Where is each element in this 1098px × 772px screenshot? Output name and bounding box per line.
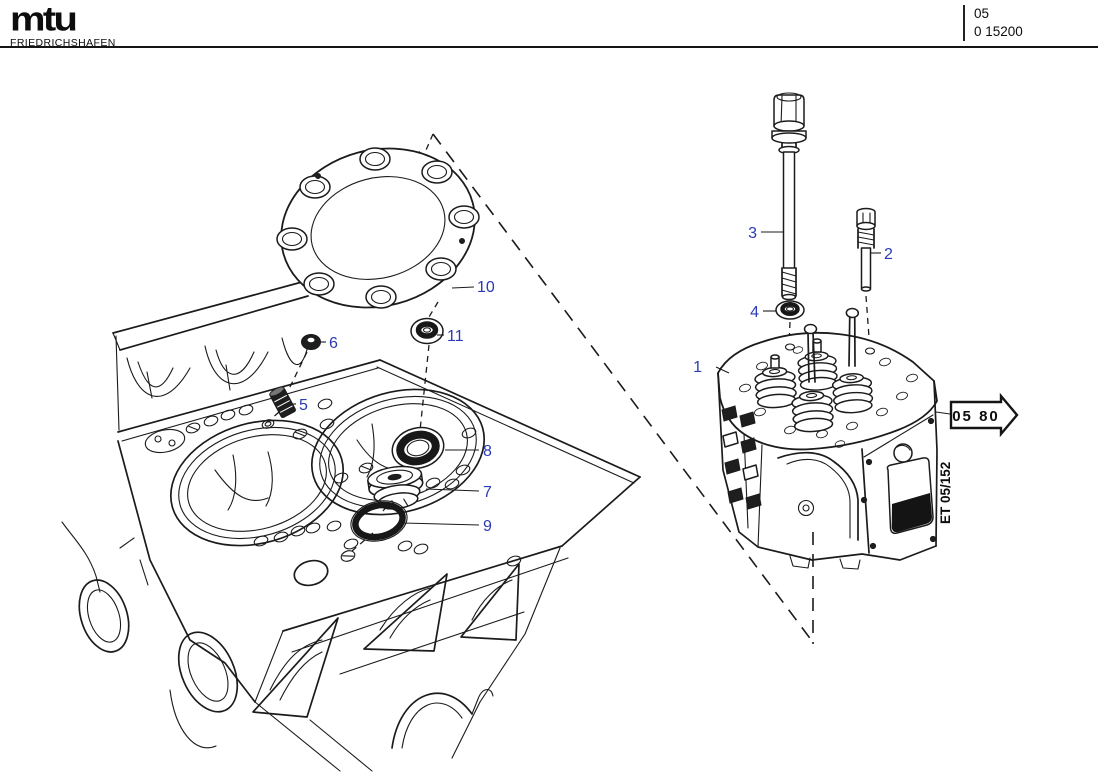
callout-1: 1 bbox=[693, 359, 702, 376]
callout-6: 6 bbox=[329, 335, 338, 352]
hex-bolt-drawing bbox=[856, 207, 876, 292]
head-gasket-drawing bbox=[276, 147, 480, 309]
washer-drawing bbox=[775, 300, 805, 320]
callout-11: 11 bbox=[447, 328, 464, 345]
pin-drawing bbox=[269, 386, 296, 419]
page-header: mtu FRIEDRICHSHAFEN 05 0 15200 bbox=[0, 0, 1098, 48]
screw-plug-drawing bbox=[367, 465, 424, 510]
nut-drawing bbox=[301, 334, 321, 350]
doc-codes: 05 0 15200 bbox=[963, 5, 1023, 41]
callout-3: 3 bbox=[748, 225, 757, 242]
head-window-openings bbox=[721, 405, 762, 510]
mtu-logo-text: mtu bbox=[10, 0, 78, 38]
callout-2: 2 bbox=[884, 246, 893, 263]
callout-9: 9 bbox=[483, 518, 492, 535]
grommet-drawing bbox=[410, 317, 444, 345]
ref-arrow-label: 05 80 bbox=[952, 408, 1000, 425]
doc-number: 0 15200 bbox=[974, 24, 1023, 40]
stud-bolt-drawing bbox=[771, 92, 807, 301]
o-ring-drawing bbox=[350, 500, 408, 542]
mtu-logo: mtu FRIEDRICHSHAFEN bbox=[10, 2, 116, 49]
engine-block-drawing bbox=[61, 281, 641, 772]
callout-5: 5 bbox=[299, 397, 308, 414]
callout-8: 8 bbox=[483, 443, 492, 460]
ref-arrow-box: 05 80 bbox=[935, 392, 1019, 438]
sheet-ref-label: ET 05/152 bbox=[938, 462, 953, 524]
callout-10: 10 bbox=[477, 279, 495, 296]
deck-bolt-holes bbox=[184, 396, 523, 569]
sealing-ring-drawing bbox=[391, 426, 445, 470]
group-code: 05 bbox=[974, 6, 990, 21]
cylinder-head-drawing bbox=[717, 307, 938, 570]
callout-4: 4 bbox=[750, 304, 759, 321]
callout-7: 7 bbox=[483, 484, 492, 501]
mtu-logo-subtitle: FRIEDRICHSHAFEN bbox=[10, 37, 116, 49]
callouts: 1 2 3 4 5 6 7 8 9 10 11 bbox=[292, 225, 893, 535]
